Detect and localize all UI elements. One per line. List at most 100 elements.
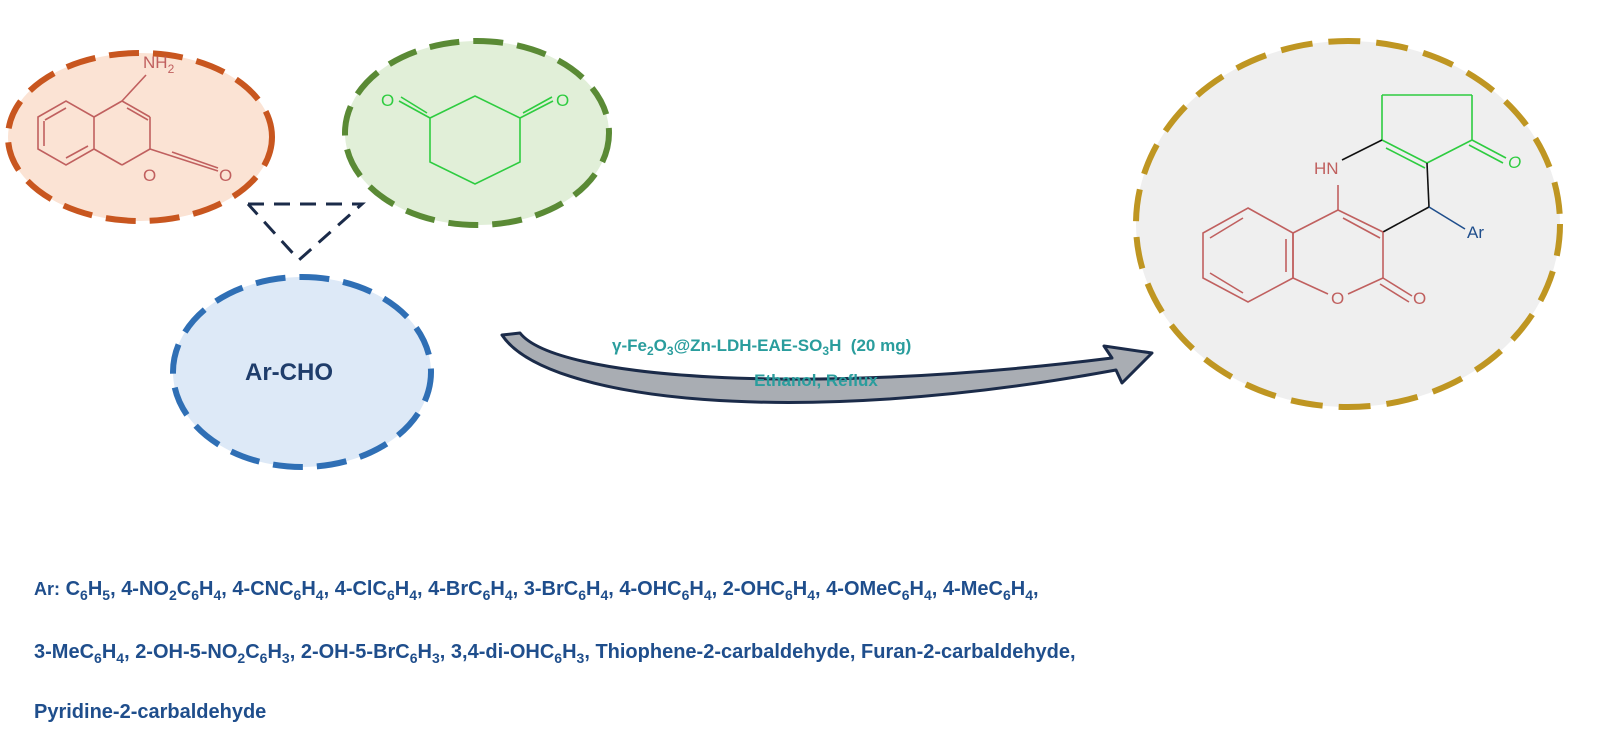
formula-text: H	[585, 578, 601, 600]
subscript: 6	[554, 650, 563, 666]
subscript: 6	[681, 587, 690, 603]
formula-text: ,	[323, 578, 335, 600]
subscript: 3	[281, 650, 290, 666]
formula-text: 4-CNC	[232, 578, 294, 600]
formula-text: C	[65, 578, 81, 600]
formula-text: H	[417, 641, 432, 663]
aminocoumarin-carbonyl-oxygen: O	[219, 166, 232, 185]
substituent-line-2: 3-MeC6H4, 2-OH-5-NO2C6H3, 2-OH-5-BrC6H3,…	[34, 641, 1076, 666]
aldehyde-ellipse	[170, 274, 434, 470]
substituent-items-3: Pyridine-2-carbaldehyde	[34, 701, 266, 723]
subscript: 4	[807, 587, 816, 603]
subscript: 2	[168, 587, 177, 603]
formula-text: ,	[931, 578, 943, 600]
formula-text: H	[909, 578, 924, 600]
formula-text: 4-OHC	[619, 578, 682, 600]
substituent-item: 4-CNC6H4,	[232, 578, 335, 603]
formula-text: ,	[711, 578, 723, 600]
product-cyclohexenone	[1381, 94, 1507, 169]
product-ar-label: Ar	[1467, 223, 1484, 242]
subscript: 6	[386, 587, 395, 603]
formula-text: C	[176, 578, 192, 600]
subscript: 6	[80, 587, 88, 603]
substituent-item: 4-ClC6H4,	[334, 578, 428, 603]
formula-text: 4-ClC	[334, 578, 387, 600]
formula-text: ,	[608, 578, 620, 600]
substituent-item: Thiophene-2-carbaldehyde,	[595, 641, 861, 663]
product-ellipse	[1133, 38, 1563, 410]
formula-text: H	[301, 578, 316, 600]
subscript: 4	[1025, 587, 1033, 603]
reaction-arrow	[500, 331, 1154, 404]
formula-text: 3-BrC	[523, 578, 579, 600]
subscript: 5	[102, 587, 111, 603]
formula-text: 4-OMeC	[826, 578, 902, 600]
dione-left-oxygen: O	[381, 91, 394, 110]
aminocoumarin-reactant: NH2 O O	[5, 50, 275, 224]
subscript: 4	[600, 587, 609, 603]
formula-text: 2-OHC	[722, 578, 785, 600]
dione-right-oxygen: O	[556, 91, 569, 110]
formula-text: H	[199, 578, 214, 600]
formula-text: H	[87, 578, 103, 600]
subscript: 6	[94, 650, 102, 666]
formula-text: 3-MeC	[34, 641, 95, 663]
formula-text: 4-NO	[121, 578, 169, 600]
formula-text: 4-MeC	[942, 578, 1003, 600]
product-coumarin	[1202, 185, 1413, 303]
formula-text: H	[1010, 578, 1026, 600]
substituent-item: 4-OMeC6H4,	[826, 578, 943, 603]
aldehyde-reactant: Ar-CHO	[170, 274, 434, 470]
formula-text: ,	[815, 578, 827, 600]
solvent-label: Ethanol, Reflux	[754, 371, 878, 390]
formula-text: H	[562, 641, 577, 663]
substituent-item: C6H5,	[65, 578, 122, 603]
subscript: 6	[1002, 587, 1011, 603]
subscript: 6	[482, 587, 491, 603]
substituent-line-3: Pyridine-2-carbaldehyde	[34, 701, 266, 724]
catalyst-label: γ-Fe2O3@Zn-LDH-EAE-SO3H (20 mg)	[612, 336, 911, 358]
substituent-item: 4-OHC6H4,	[619, 578, 723, 603]
dione-reactant: O O	[342, 38, 612, 228]
substituent-item: 4-NO2C6H4,	[121, 578, 232, 603]
formula-text: H	[490, 578, 505, 600]
formula-text: C	[245, 641, 260, 663]
substituent-item: 3-MeC6H4,	[34, 641, 136, 666]
substituent-items-2: 3-MeC6H4, 2-OH-5-NO2C6H3, 2-OH-5-BrC6H3,…	[34, 641, 1076, 666]
product-ring-oxygen: O	[1331, 289, 1344, 308]
ar-prefix: Ar:	[34, 579, 60, 599]
product-hn-label: HN	[1314, 159, 1339, 178]
aldehyde-label: Ar-CHO	[245, 359, 333, 386]
product-keto-oxygen: O	[1508, 153, 1521, 172]
formula-text: H	[267, 641, 282, 663]
formula-text: ,	[289, 641, 301, 663]
substituent-item: 2-OH-5-NO2C6H3,	[135, 641, 301, 666]
formula-text: ,	[1032, 578, 1039, 600]
formula-text: 3,4-di-OHC	[450, 641, 555, 663]
formula-text: H	[689, 578, 704, 600]
subscript: 6	[259, 650, 268, 666]
dione-ellipse	[342, 38, 612, 228]
substituent-item: 2-OH-5-BrC6H3,	[301, 641, 451, 666]
formula-text: ,	[439, 641, 451, 663]
aminocoumarin-ring-oxygen: O	[143, 166, 156, 185]
nh2-label: NH2	[143, 53, 175, 76]
formula-text: H	[394, 578, 410, 600]
substituent-item: Furan-2-carbaldehyde,	[861, 641, 1076, 663]
subscript: 3	[576, 650, 585, 666]
subscript: 4	[315, 587, 324, 603]
formula-text: ,	[124, 641, 136, 663]
subscript: 4	[213, 587, 222, 603]
substituent-line-1: Ar: C6H5, 4-NO2C6H4, 4-CNC6H4, 4-ClC6H4,…	[34, 578, 1039, 603]
substituent-item: 4-BrC6H4,	[428, 578, 524, 603]
product-lactone-oxygen: O	[1413, 289, 1426, 308]
product: HN O O O Ar	[1133, 38, 1563, 410]
substituent-item: 4-MeC6H4,	[942, 578, 1039, 603]
substituent-item: 3-BrC6H4,	[523, 578, 620, 603]
subscript: 4	[504, 587, 513, 603]
formula-text: Furan-2-carbaldehyde,	[861, 641, 1076, 663]
aminocoumarin-structure	[37, 74, 219, 172]
substituent-items-1: C6H5, 4-NO2C6H4, 4-CNC6H4, 4-ClC6H4, 4-B…	[65, 578, 1039, 603]
formula-text: ,	[584, 641, 596, 663]
